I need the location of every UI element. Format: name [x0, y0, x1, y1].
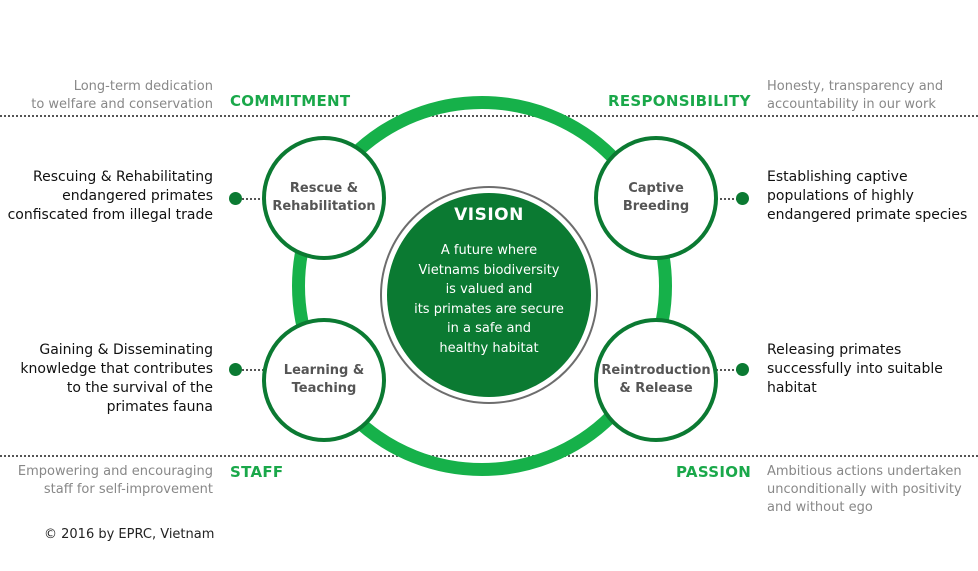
commitment-title: COMMITMENT [230, 92, 351, 110]
passion-title: PASSION [676, 463, 752, 481]
breeding-node: Captive Breeding [594, 136, 718, 260]
learning-connector-dot [229, 363, 242, 376]
rescue-connector [238, 198, 264, 200]
commitment-description: Long-term dedication to welfare and cons… [31, 79, 213, 112]
rescue-node: Rescue & Rehabilitation [262, 136, 386, 260]
vision-circle: VISION A future where Vietnams biodivers… [387, 193, 591, 397]
release-node-label: Reintroduction & Release [601, 363, 711, 396]
learning-node: Learning & Teaching [262, 318, 386, 442]
learning-description: Gaining & Disseminating knowledge that c… [20, 342, 213, 415]
rescue-connector-dot [229, 192, 242, 205]
breeding-node-label: Captive Breeding [622, 181, 690, 214]
rescue-node-label: Rescue & Rehabilitation [272, 181, 376, 214]
responsibility-title: RESPONSIBILITY [608, 92, 751, 110]
release-connector-dot [736, 363, 749, 376]
breeding-description: Establishing captive populations of high… [767, 169, 968, 223]
vision-title: VISION [454, 205, 524, 225]
learning-connector [238, 369, 264, 371]
staff-description: Empowering and encouraging staff for sel… [17, 464, 213, 497]
release-node: Reintroduction & Release [594, 318, 718, 442]
learning-node-label: Learning & Teaching [283, 363, 365, 396]
copyright-notice: © 2016 by EPRC, Vietnam [44, 527, 215, 542]
passion-description: Ambitious actions undertaken uncondition… [767, 464, 962, 515]
breeding-connector-dot [736, 192, 749, 205]
release-description: Releasing primates successfully into sui… [767, 342, 943, 396]
vision-text: A future where Vietnams biodiversity is … [414, 243, 564, 356]
rescue-description: Rescuing & Rehabilitating endangered pri… [7, 169, 213, 223]
breeding-connector [716, 198, 742, 200]
responsibility-description: Honesty, transparency and accountability… [767, 79, 944, 112]
staff-title: STAFF [230, 463, 284, 481]
release-connector [716, 369, 742, 371]
